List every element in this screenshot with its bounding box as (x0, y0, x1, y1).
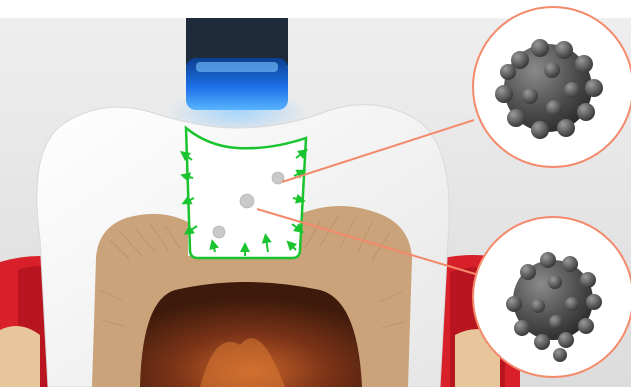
zoom-callout-icon (473, 217, 631, 377)
curing-light-icon (167, 18, 307, 134)
composite-filling (186, 128, 306, 258)
zoom-callout-icon (473, 7, 631, 167)
